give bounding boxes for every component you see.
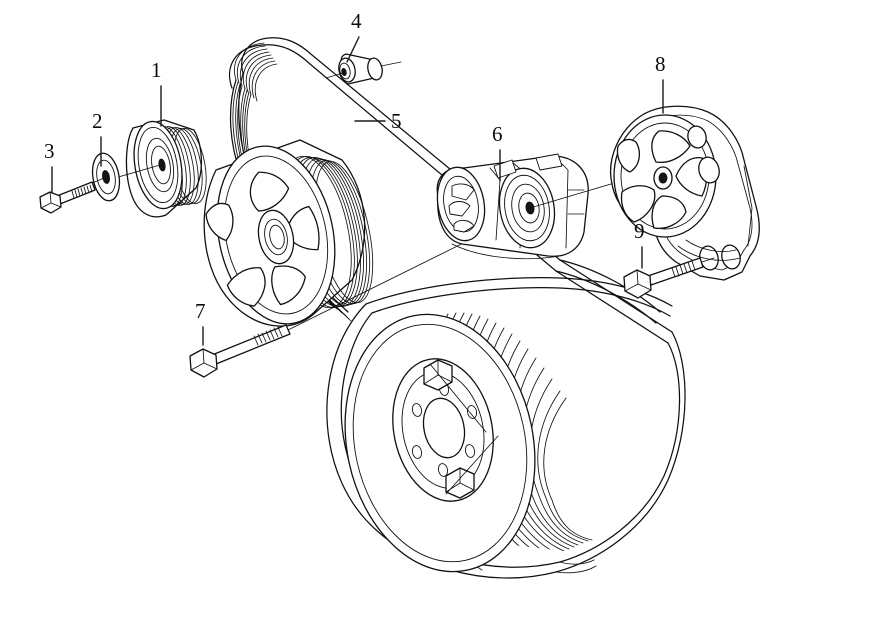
callout-label-7: 7: [195, 299, 206, 323]
callout-label-5: 5: [391, 109, 402, 133]
callout-label-8: 8: [655, 52, 666, 76]
power-steering-pump-pulley[interactable]: [202, 135, 384, 335]
idler-pulley[interactable]: [107, 118, 211, 218]
bracket-bolt[interactable]: [623, 257, 715, 299]
tensioner-through-bolt[interactable]: [189, 214, 521, 378]
leader-4: [346, 36, 360, 63]
callout-label-6: 6: [492, 122, 503, 146]
callout-label-3: 3: [44, 139, 55, 163]
callout-label-4: 4: [351, 9, 362, 33]
idler-pulley-bolt[interactable]: [39, 181, 96, 214]
crankshaft-pulley[interactable]: [322, 297, 558, 590]
belt-guide-roller[interactable]: [325, 53, 402, 85]
callout-label-2: 2: [92, 109, 103, 133]
washer-spacer[interactable]: [75, 151, 123, 203]
callout-label-9: 9: [634, 219, 645, 243]
callout-label-1: 1: [151, 58, 162, 82]
callout-leaders: [51, 36, 664, 346]
tensioner-bracket[interactable]: [610, 105, 761, 281]
